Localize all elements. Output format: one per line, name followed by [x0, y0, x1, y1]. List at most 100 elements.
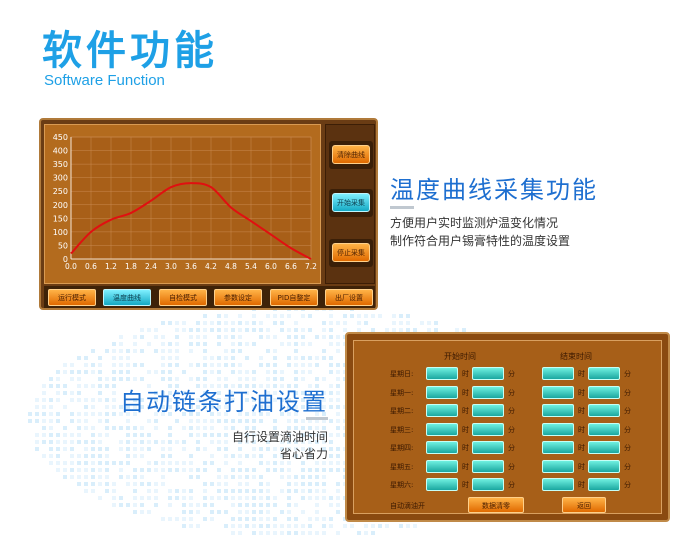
y-tick-label: 100 — [53, 228, 68, 237]
start-minute-input[interactable] — [472, 478, 504, 491]
map-dot — [147, 489, 151, 493]
end-minute-input[interactable] — [588, 404, 620, 417]
map-dot — [189, 510, 193, 514]
end-minute-input[interactable] — [588, 367, 620, 380]
map-dot — [56, 384, 60, 388]
start-minute-input[interactable] — [472, 367, 504, 380]
stop-capture-button[interactable]: 停止采集 — [332, 243, 370, 262]
map-dot — [119, 349, 123, 353]
map-dot — [182, 496, 186, 500]
start-hour-input[interactable] — [426, 441, 458, 454]
map-dot — [105, 398, 109, 402]
map-dot — [91, 461, 95, 465]
end-hour-input[interactable] — [542, 422, 574, 436]
back-button[interactable]: 返回 — [562, 497, 606, 513]
map-dot — [252, 517, 256, 521]
y-tick-label: 50 — [58, 241, 68, 250]
map-dot — [133, 363, 137, 367]
map-dot — [336, 342, 340, 346]
map-dot — [385, 524, 389, 528]
map-dot — [217, 496, 221, 500]
map-dot — [154, 461, 158, 465]
map-dot — [266, 503, 270, 507]
run-mode-button[interactable]: 运行模式 — [48, 289, 96, 306]
pid-autotune-button[interactable]: PID自整定 — [270, 289, 318, 306]
map-dot — [49, 398, 53, 402]
clear-data-button[interactable]: 数据清零 — [468, 497, 524, 513]
map-dot — [336, 510, 340, 514]
parameter-setting-button[interactable]: 参数设定 — [214, 289, 262, 306]
end-hour-input[interactable] — [542, 441, 574, 454]
map-dot — [266, 482, 270, 486]
start-hour-input[interactable] — [426, 422, 458, 436]
map-dot — [357, 531, 361, 535]
map-dot — [308, 328, 312, 332]
self-check-mode-button[interactable]: 自检模式 — [159, 289, 207, 306]
map-dot — [322, 356, 326, 360]
start-minute-input[interactable] — [472, 404, 504, 417]
map-dot — [91, 398, 95, 402]
start-minute-input[interactable] — [472, 441, 504, 454]
map-dot — [238, 314, 242, 318]
start-capture-button[interactable]: 开始采集 — [332, 193, 370, 212]
end-minute-input[interactable] — [588, 385, 620, 399]
map-dot — [294, 370, 298, 374]
map-dot — [70, 454, 74, 458]
map-dot — [182, 370, 186, 374]
map-dot — [112, 377, 116, 381]
temperature-curve-button[interactable]: 温度曲线 — [103, 289, 151, 306]
map-dot — [105, 475, 109, 479]
map-dot — [252, 510, 256, 514]
end-minute-input[interactable] — [588, 422, 620, 436]
start-hour-input[interactable] — [426, 367, 458, 380]
map-dot — [42, 405, 46, 409]
map-dot — [168, 377, 172, 381]
map-dot — [42, 419, 46, 423]
day-label: 星期三: — [390, 425, 414, 434]
start-minute-input[interactable] — [472, 422, 504, 436]
map-dot — [322, 475, 326, 479]
end-hour-input[interactable] — [542, 367, 574, 380]
start-hour-input[interactable] — [426, 385, 458, 399]
y-tick-label: 300 — [53, 174, 68, 183]
map-dot — [399, 321, 403, 325]
map-dot — [168, 517, 172, 521]
map-dot — [98, 398, 102, 402]
end-hour-input[interactable] — [542, 404, 574, 417]
map-dot — [259, 335, 263, 339]
map-dot — [231, 356, 235, 360]
map-dot — [280, 321, 284, 325]
end-hour-input[interactable] — [542, 478, 574, 491]
map-dot — [308, 489, 312, 493]
map-dot — [56, 377, 60, 381]
end-minute-input[interactable] — [588, 441, 620, 454]
map-dot — [84, 356, 88, 360]
start-minute-input[interactable] — [472, 385, 504, 399]
start-hour-input[interactable] — [426, 478, 458, 491]
end-hour-input[interactable] — [542, 459, 574, 473]
map-dot — [91, 384, 95, 388]
end-minute-input[interactable] — [588, 478, 620, 491]
map-dot — [329, 370, 333, 374]
map-dot — [210, 363, 214, 367]
map-dot — [252, 447, 256, 451]
map-dot — [217, 370, 221, 374]
map-dot — [294, 517, 298, 521]
map-dot — [133, 377, 137, 381]
end-hour-input[interactable] — [542, 385, 574, 399]
factory-settings-button[interactable]: 出厂设置 — [325, 289, 373, 306]
start-hour-input[interactable] — [426, 404, 458, 417]
map-dot — [266, 517, 270, 521]
map-dot — [105, 412, 109, 416]
start-hour-input[interactable] — [426, 459, 458, 473]
map-dot — [203, 489, 207, 493]
map-dot — [77, 475, 81, 479]
map-dot — [56, 440, 60, 444]
start-minute-input[interactable] — [472, 459, 504, 473]
end-minute-input[interactable] — [588, 459, 620, 473]
map-dot — [70, 377, 74, 381]
map-dot — [399, 524, 403, 528]
feature-chain-oil-title: 自动链条打油设置 — [120, 388, 328, 416]
clear-curve-button[interactable]: 清除曲线 — [332, 145, 370, 164]
map-dot — [294, 482, 298, 486]
